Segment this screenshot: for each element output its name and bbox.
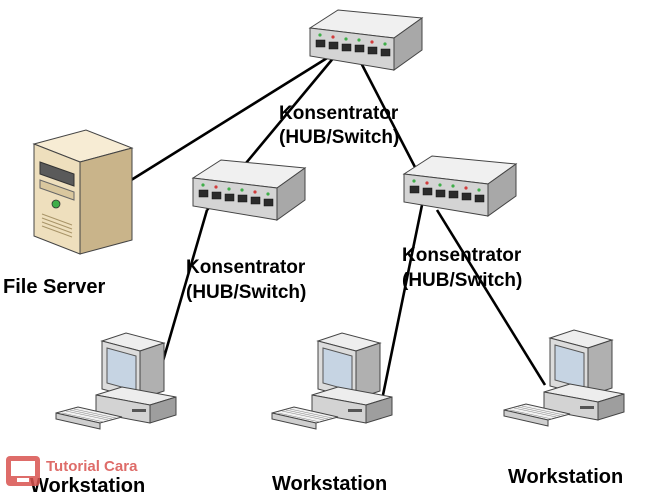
workstation-left-label: Workstation bbox=[30, 475, 145, 497]
hub-right-label-line2: (HUB/Switch) bbox=[402, 270, 522, 291]
watermark: Tutorial Cara bbox=[6, 456, 138, 486]
hub-right-label-line1: Konsentrator bbox=[402, 245, 522, 266]
hub-top-icon bbox=[309, 9, 423, 71]
hub-left-icon bbox=[192, 159, 306, 221]
link-hubright-wsmiddle bbox=[381, 204, 424, 396]
connection-lines bbox=[127, 48, 547, 396]
hub-left-label-line2: (HUB/Switch) bbox=[186, 282, 306, 303]
hub-left-label-line1: Konsentrator bbox=[186, 257, 306, 278]
link-hubright-wsright bbox=[435, 209, 547, 386]
workstation-middle-icon bbox=[271, 332, 393, 430]
workstation-right-label: Workstation bbox=[508, 466, 623, 488]
hub-top-label-line2: (HUB/Switch) bbox=[279, 127, 399, 148]
hub-top-label-line1: Konsentrator bbox=[279, 103, 399, 124]
watermark-text: Tutorial Cara bbox=[46, 458, 138, 475]
file-server-label: File Server bbox=[3, 276, 106, 298]
file-server-icon bbox=[32, 129, 134, 255]
workstation-right-icon bbox=[503, 329, 625, 427]
link-server-hubtop bbox=[127, 48, 341, 184]
workstation-middle-label: Workstation bbox=[272, 473, 387, 495]
workstation-left-icon bbox=[55, 332, 177, 430]
